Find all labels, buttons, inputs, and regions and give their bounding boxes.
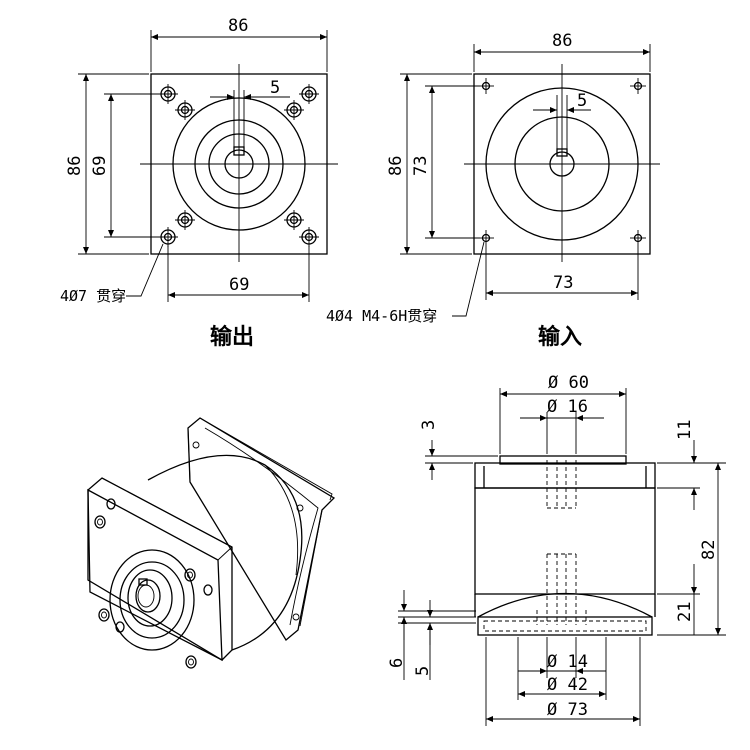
side-dia60-dim: Ø 60 (548, 373, 589, 393)
iso-ring-mid (119, 561, 185, 639)
iso-body (147, 454, 303, 651)
output-key-dim: 5 (270, 78, 280, 98)
iso-ring-outer (109, 549, 195, 651)
input-caption: 输入 (538, 324, 582, 350)
output-height-dim: 86 (65, 156, 85, 176)
iso-front-flange (87, 477, 233, 661)
input-width-dim: 86 (552, 31, 572, 51)
side-dia16-dim: Ø 16 (547, 397, 588, 417)
input-bore (549, 151, 575, 177)
output-hole-h-dim: 69 (229, 275, 249, 295)
output-outer-circle (172, 97, 306, 231)
isometric-view (87, 417, 336, 669)
input-holes (478, 78, 646, 246)
output-hole-note: 4Ø7 贯穿 (60, 287, 126, 305)
side-top-boss (499, 455, 627, 465)
iso-bore (135, 579, 161, 613)
side-dim-5: 5 (413, 666, 433, 676)
side-dia73-dim: Ø 73 (547, 700, 588, 720)
output-inner-circle (208, 133, 270, 195)
iso-front-holes (94, 498, 213, 669)
output-caption: 输出 (210, 324, 254, 350)
side-body (474, 487, 656, 595)
side-bottom-flange (477, 616, 653, 636)
side-dim-21: 21 (675, 602, 695, 622)
iso-ring-inner (127, 569, 173, 627)
side-dia14-dim: Ø 14 (547, 652, 588, 672)
side-top-cap (474, 462, 656, 489)
input-outer-circle (485, 87, 639, 241)
side-dome (477, 592, 653, 618)
side-dim-6: 6 (387, 658, 407, 668)
input-hole-h-dim: 73 (553, 273, 573, 293)
input-hole-note: 4Ø4 M4-6H贯穿 (326, 307, 437, 325)
output-width-dim: 86 (228, 16, 248, 36)
input-key-dim: 5 (577, 91, 587, 111)
iso-front-flange-face (87, 488, 223, 662)
output-bore (224, 149, 254, 179)
output-holes (158, 84, 319, 247)
input-view: 5 86 86 73 73 4Ø4 M4-6H贯穿 输入 (326, 31, 660, 350)
side-view: Ø 60 Ø 16 3 11 82 21 (387, 373, 726, 726)
side-dim-3: 3 (419, 420, 439, 430)
output-hole-leader (126, 243, 164, 297)
input-height-dim: 86 (386, 156, 406, 176)
side-dim-82: 82 (699, 540, 719, 560)
output-mid-circle (194, 119, 284, 209)
output-view: 5 86 86 (60, 16, 338, 350)
output-hole-v-dim: 69 (90, 156, 110, 176)
output-keyway (233, 146, 245, 156)
input-mid-circle (514, 116, 610, 212)
input-hole-v-dim: 73 (411, 156, 431, 176)
side-dia42-dim: Ø 42 (547, 675, 588, 695)
input-hole-leader (452, 241, 485, 317)
side-dim-11: 11 (675, 420, 695, 440)
input-keyway (556, 148, 568, 157)
